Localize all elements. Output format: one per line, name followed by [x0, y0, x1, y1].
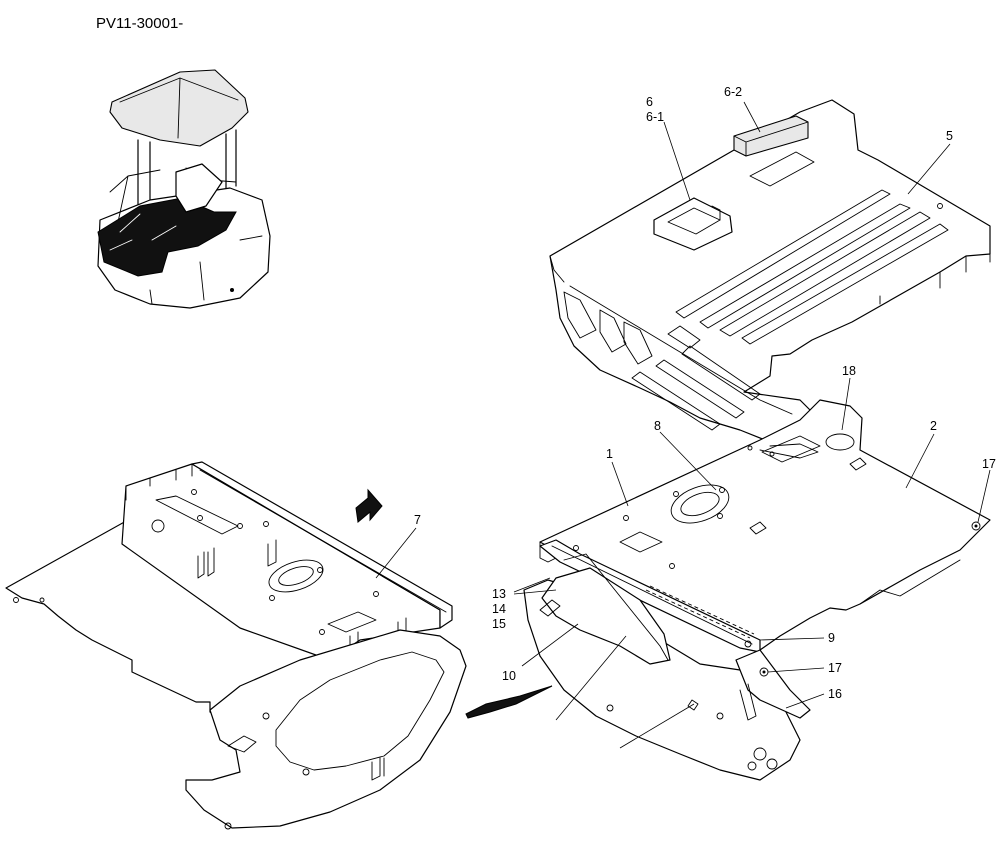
callout-16: 16	[828, 687, 842, 701]
part-code-label: PV11-30001-	[96, 15, 183, 32]
callout-1: 1	[606, 447, 613, 461]
leader-lines	[375, 101, 991, 749]
callout-6-1: 6-1	[646, 110, 664, 124]
machine-overview-illustration	[97, 69, 271, 309]
callout-6-2: 6-2	[724, 85, 742, 99]
callout-17-lower: 17	[828, 661, 842, 675]
cover-panel-part-10	[523, 553, 811, 781]
floor-mat-part-5	[549, 99, 991, 447]
callout-18: 18	[842, 364, 856, 378]
callout-15: 15	[492, 617, 506, 631]
callout-2: 2	[930, 419, 937, 433]
callout-13: 13	[492, 587, 506, 601]
callout-8: 8	[654, 419, 661, 433]
floor-plate-part-1-2	[539, 399, 991, 653]
callout-9: 9	[828, 631, 835, 645]
callout-5: 5	[946, 129, 953, 143]
callout-17-right: 17	[982, 457, 996, 471]
callout-10: 10	[502, 669, 516, 683]
callout-6: 6	[646, 95, 653, 109]
floor-plate-assembly-left	[5, 461, 467, 830]
direction-arrow-icon	[355, 488, 383, 523]
callout-7: 7	[414, 513, 421, 527]
callout-labels: 6 6-1 6-2 5 18 2 17 1 8 7 13 14 15 10 9 …	[414, 85, 996, 701]
callout-14: 14	[492, 602, 506, 616]
transition-arrow-icon	[465, 685, 553, 719]
